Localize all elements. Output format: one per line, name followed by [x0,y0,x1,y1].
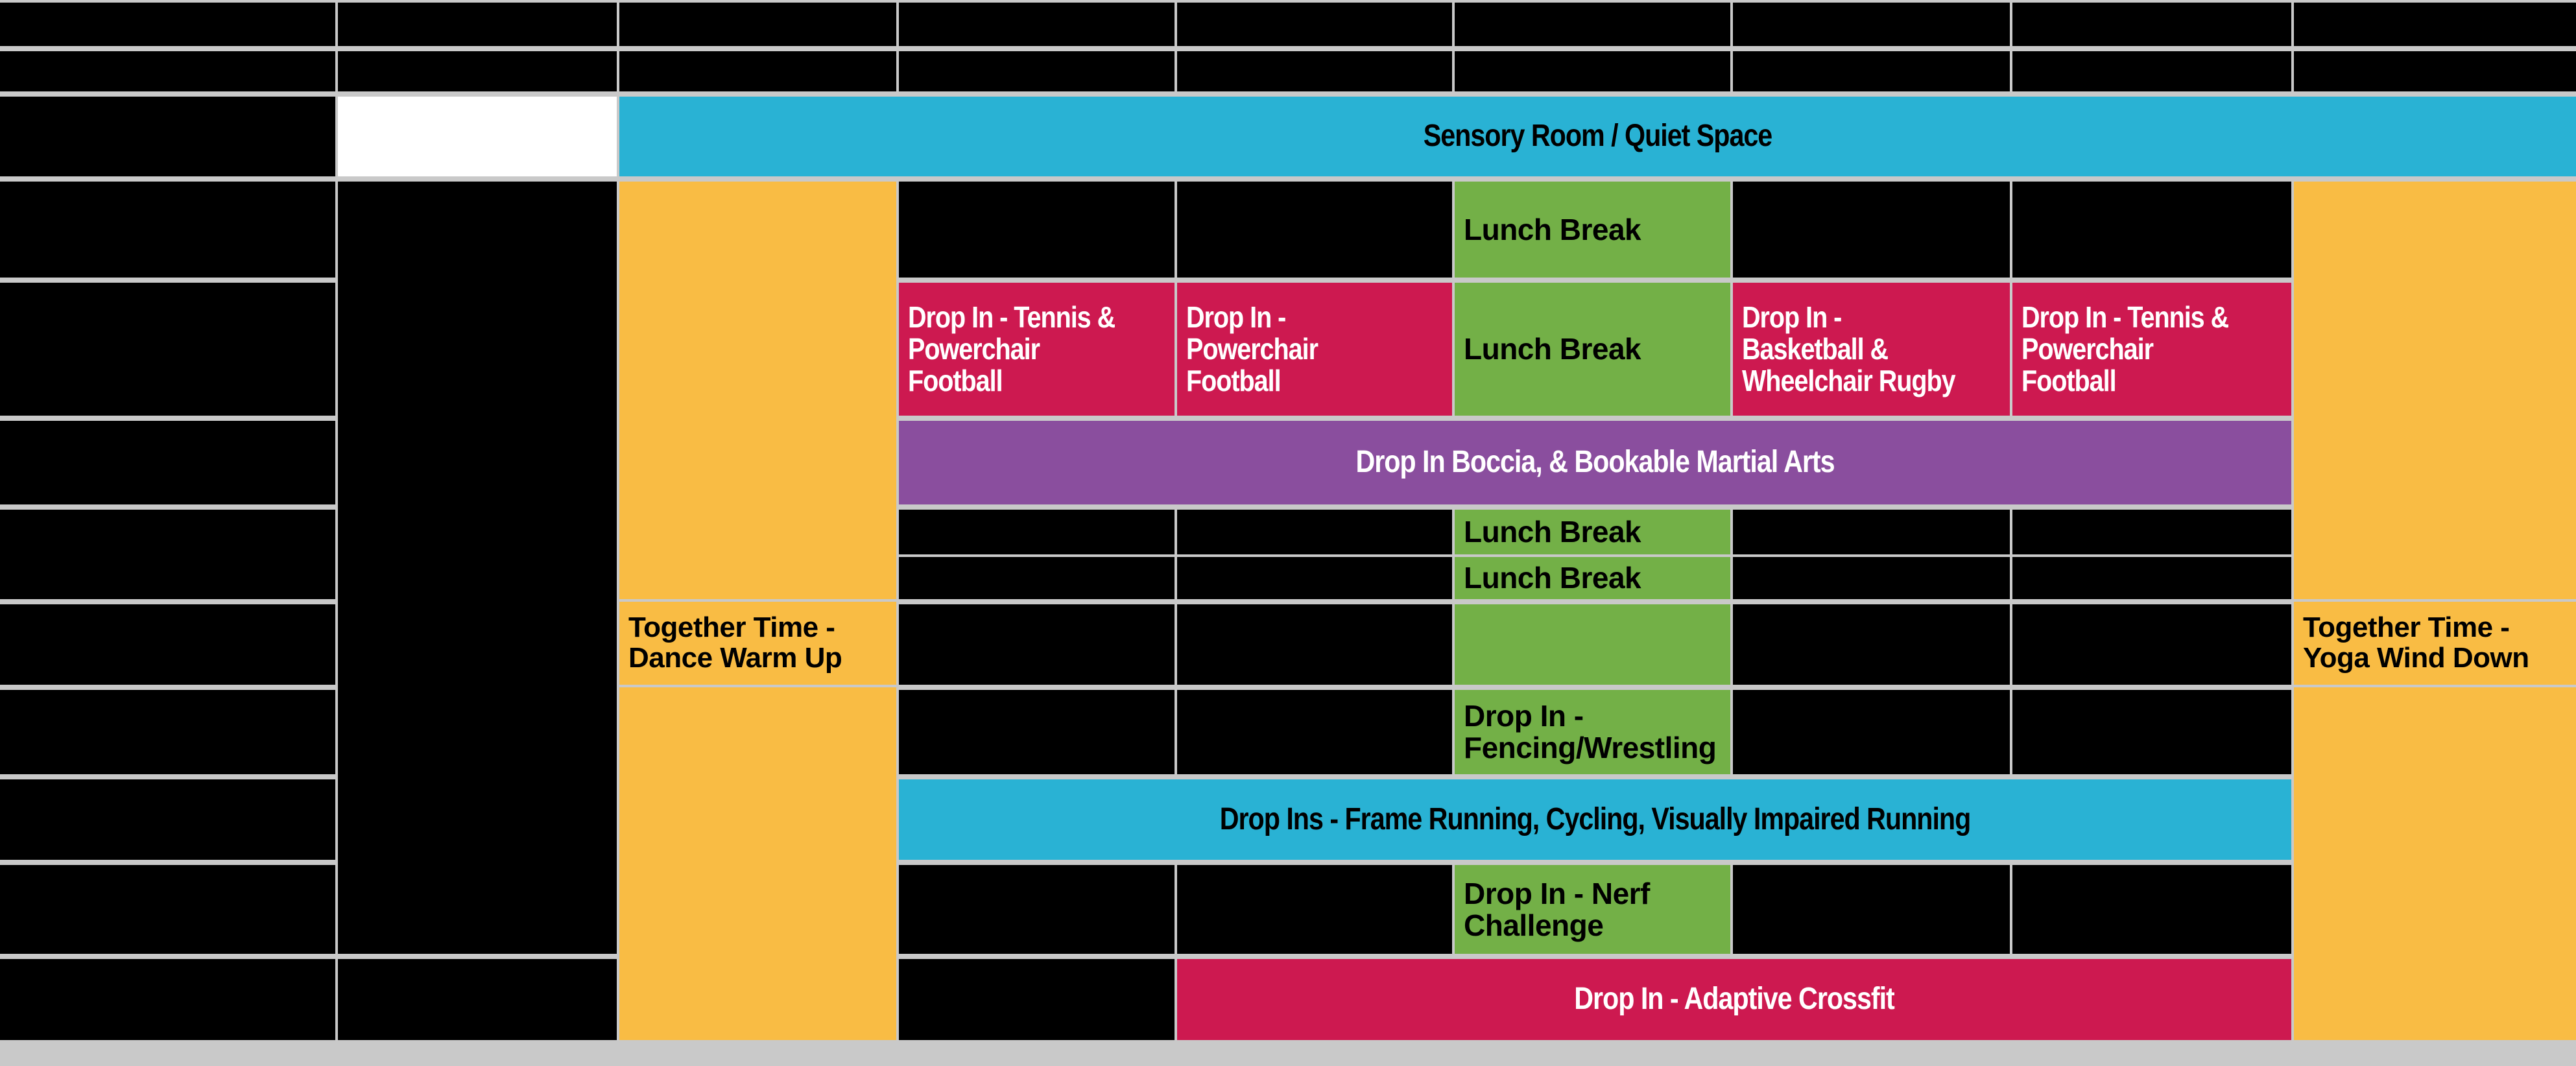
empty-cell [0,97,335,176]
empty-cell [0,604,335,685]
activity-amber-block-upper[interactable] [619,182,896,599]
empty-cell [338,959,617,1040]
activity-label: Drop In - Basketball & Wheelchair Rugby [1742,300,1956,397]
empty-cell [0,3,335,46]
activity-lunch-break-1[interactable]: Lunch Break [1455,182,1730,278]
empty-cell [2012,604,2291,685]
empty-cell [1177,865,1452,954]
activity-lunch-break-4[interactable]: Lunch Break [1455,557,1730,599]
activity-label: Drop In - Nerf Challenge [1464,876,1658,942]
empty-cell [899,510,1175,554]
activity-label: Together Time - Yoga Wind Down [2303,611,2529,674]
empty-cell [1733,690,2010,774]
empty-cell [338,51,617,91]
activity-label: Lunch Break [1464,515,1641,549]
empty-cell [619,51,896,91]
empty-cell [1733,3,2010,46]
empty-cell [1177,51,1452,91]
activity-basketball-wheelchair-rugby[interactable]: Drop In - Basketball & Wheelchair Rugby [1733,283,2010,416]
activity-powerchair-football[interactable]: Drop In - Powerchair Football [1177,283,1452,416]
empty-cell [0,865,335,954]
activity-label: Drop In Boccia, & Bookable Martial Arts [1355,445,1835,480]
empty-cell [1733,510,2010,554]
blank-white-cell [338,97,617,176]
activity-label: Drop In - Powerchair Football [1186,300,1324,397]
activity-together-time-dance[interactable]: Together Time - Dance Warm Up [619,602,896,685]
empty-cell [2012,3,2291,46]
empty-cell [0,959,335,1040]
empty-cell [2012,865,2291,954]
empty-cell [1177,690,1452,774]
activity-green-block-lunch-tail[interactable] [1455,604,1730,685]
activity-amber-block-right-lower[interactable] [2294,687,2576,1040]
activity-together-time-yoga[interactable]: Together Time - Yoga Wind Down [2294,602,2576,685]
empty-cell [1177,510,1452,554]
activity-tennis-powerchair-left[interactable]: Drop In - Tennis & Powerchair Football [899,283,1175,416]
activity-label: Sensory Room / Quiet Space [1423,119,1773,154]
empty-cell [0,283,335,416]
activity-sensory-room[interactable]: Sensory Room / Quiet Space [619,97,2576,176]
activity-boccia-martial-arts[interactable]: Drop In Boccia, & Bookable Martial Arts [899,421,2291,504]
empty-cell [899,51,1175,91]
activity-fencing-wrestling[interactable]: Drop In - Fencing/Wrestling [1455,690,1730,774]
activity-nerf-challenge[interactable]: Drop In - Nerf Challenge [1455,865,1730,954]
activity-label: Together Time - Dance Warm Up [628,611,843,674]
empty-cell [0,510,335,599]
empty-cell [338,182,617,954]
activity-label: Drop In - Adaptive Crossfit [1574,982,1895,1017]
activity-lunch-break-3[interactable]: Lunch Break [1455,510,1730,554]
empty-cell [1733,182,2010,278]
activity-adaptive-crossfit[interactable]: Drop In - Adaptive Crossfit [1177,959,2291,1040]
empty-cell [1733,865,2010,954]
activity-amber-block-lower[interactable] [619,687,896,1040]
empty-cell [1177,557,1452,599]
empty-cell [1177,3,1452,46]
activity-tennis-powerchair-right[interactable]: Drop In - Tennis & Powerchair Football [2012,283,2291,416]
empty-cell [899,865,1175,954]
empty-cell [0,421,335,504]
empty-cell [899,604,1175,685]
empty-cell [0,690,335,774]
activity-lunch-break-2[interactable]: Lunch Break [1455,283,1730,416]
empty-cell [1177,182,1452,278]
activity-label: Lunch Break [1464,332,1641,366]
empty-cell [899,182,1175,278]
empty-cell [1177,604,1452,685]
activity-label: Drop In - Tennis & Powerchair Football [908,300,1122,397]
activity-label: Drop In - Fencing/Wrestling [1464,699,1717,764]
empty-cell [619,3,896,46]
empty-cell [2012,510,2291,554]
empty-cell [2012,557,2291,599]
empty-cell [0,182,335,278]
empty-cell [2294,3,2576,46]
empty-cell [338,3,617,46]
activity-label: Drop Ins - Frame Running, Cycling, Visua… [1219,801,1972,836]
activity-label: Drop In - Tennis & Powerchair Football [2021,300,2236,397]
activity-frame-running[interactable]: Drop Ins - Frame Running, Cycling, Visua… [899,779,2291,860]
activity-amber-block-right-upper[interactable] [2294,182,2576,599]
empty-cell [2012,182,2291,278]
empty-cell [2294,51,2576,91]
empty-cell [1455,51,1730,91]
empty-cell [2012,690,2291,774]
empty-cell [899,3,1175,46]
empty-cell [0,51,335,91]
empty-cell [899,690,1175,774]
empty-cell [1733,557,2010,599]
empty-cell [0,779,335,860]
empty-cell [1455,3,1730,46]
activity-label: Lunch Break [1464,561,1641,595]
activity-label: Lunch Break [1464,212,1641,246]
empty-cell [1733,604,2010,685]
empty-cell [1733,51,2010,91]
empty-cell [2012,51,2291,91]
empty-cell [899,959,1175,1040]
empty-cell [899,557,1175,599]
